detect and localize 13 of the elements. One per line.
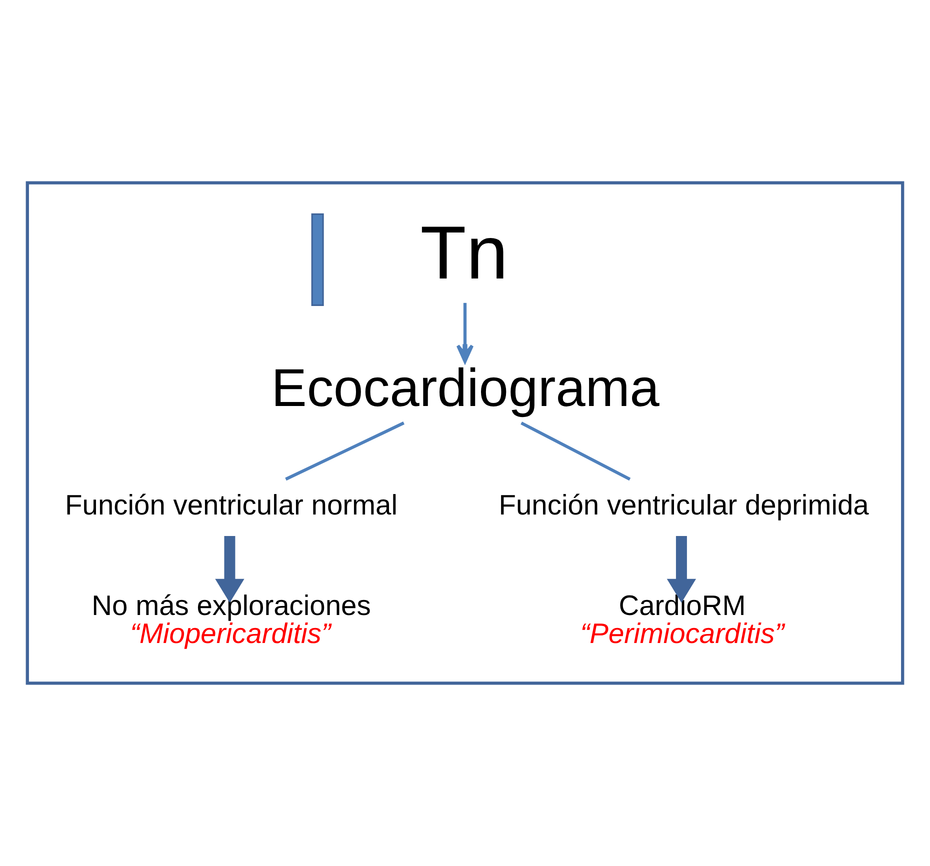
- node-text: No más exploraciones “Miopericarditis”: [92, 588, 371, 650]
- arrow: [215, 536, 244, 603]
- arrow: [456, 302, 474, 363]
- node-text: Tn: [420, 210, 508, 294]
- node-text: Ecocardiograma: [271, 358, 660, 418]
- connector: [285, 422, 404, 481]
- connector: [520, 422, 631, 481]
- arrow: [666, 536, 696, 603]
- node-text: Función ventricular normal: [65, 488, 398, 520]
- cluster: [26, 181, 904, 685]
- node-text: Función ventricular deprimida: [498, 488, 869, 520]
- node-text: CardioRM “Perimiocarditis”: [580, 588, 784, 650]
- node-arrow: [311, 213, 324, 306]
